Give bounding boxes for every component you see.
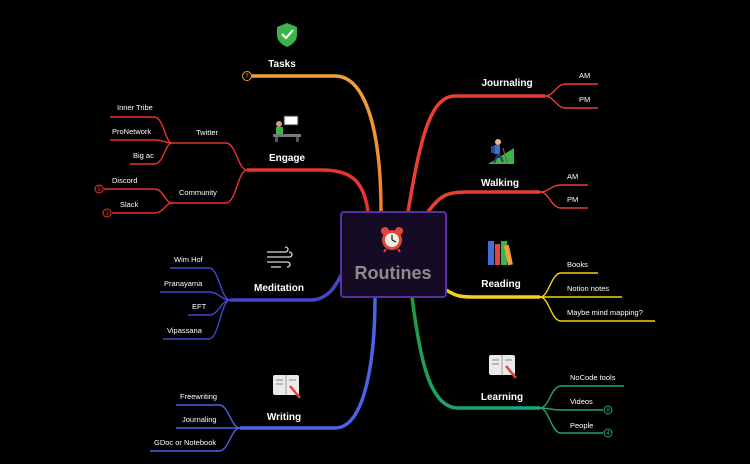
leaf-walking-1[interactable]: PM [567, 195, 578, 204]
branch-learning [410, 296, 540, 410]
connector-twitter-1 [110, 139, 173, 144]
connector-journaling-0 [544, 83, 598, 97]
branch-writing [240, 296, 377, 430]
connector-journaling-1 [544, 95, 598, 109]
sub-branches [104, 83, 655, 452]
branch-engage [247, 168, 370, 213]
leaf-community-0[interactable]: Discord [112, 176, 137, 185]
shield-check-icon [277, 23, 297, 47]
connector-twitter-0 [110, 116, 173, 144]
node-journaling[interactable]: Journaling [481, 78, 532, 89]
alarm-clock-icon [381, 227, 403, 253]
leaf-meditation-2[interactable]: EFT [192, 302, 207, 311]
leaf-writing-0[interactable]: Freewriting [180, 392, 217, 401]
leaf-writing-2[interactable]: GDoc or Notebook [154, 438, 216, 447]
leaf-reading-1[interactable]: Notion notes [567, 284, 609, 293]
leaf-learning-0[interactable]: NoCode tools [570, 373, 616, 382]
connector-reading-0 [539, 272, 598, 298]
connector-walking-0 [539, 184, 588, 193]
leaf-reading-2[interactable]: Maybe mind mapping? [567, 308, 643, 317]
branch-tasks [252, 74, 383, 213]
connector-twitter-2 [130, 142, 173, 165]
leaf-community-1[interactable]: Slack [120, 200, 139, 209]
leaf-twitter-1[interactable]: ProNetwork [112, 127, 151, 136]
node-engage[interactable]: Engage [269, 115, 306, 164]
badge-tasks: 7 [242, 71, 252, 81]
node-label-journaling: Journaling [481, 78, 532, 89]
node-reading[interactable]: Reading [481, 241, 521, 290]
leaf-journaling-0[interactable]: AM [579, 71, 590, 80]
hiker-icon [488, 139, 514, 164]
connector-learning-2 [539, 407, 603, 434]
wind-icon [267, 246, 293, 268]
node-label-meditation: Meditation [254, 283, 304, 294]
central-label: Routines [354, 263, 431, 283]
node-learning[interactable]: Learning [481, 355, 523, 403]
connector-learning-0 [539, 385, 624, 409]
connector-community-0 [104, 188, 173, 204]
badge-videos: 8 [603, 405, 613, 415]
leaf-meditation-1[interactable]: Pranayama [164, 279, 203, 288]
svg-text:4: 4 [606, 431, 610, 437]
connector-reading-2 [539, 296, 655, 322]
leaf-meditation-0[interactable]: Wim Hof [174, 255, 204, 264]
node-walking[interactable]: Walking [481, 139, 519, 189]
node-label-learning: Learning [481, 392, 523, 403]
presentation-icon [273, 115, 301, 142]
leaf-walking-0[interactable]: AM [567, 172, 578, 181]
leaf-writing-1[interactable]: Journaling [182, 415, 217, 424]
node-label-engage: Engage [269, 153, 306, 164]
svg-text:3: 3 [105, 211, 109, 217]
leaf-learning-1[interactable]: Videos [570, 397, 593, 406]
leaf-twitter-2[interactable]: Big ac [133, 151, 154, 160]
leaf-learning-2[interactable]: People [570, 421, 593, 430]
leaf-reading-0[interactable]: Books [567, 260, 588, 269]
connector-walking-1 [539, 191, 588, 209]
node-twitter[interactable]: Twitter [196, 128, 219, 137]
branch-walking [426, 190, 540, 214]
node-meditation[interactable]: Meditation [254, 246, 304, 294]
svg-text:8: 8 [606, 408, 610, 414]
node-label-tasks: Tasks [268, 59, 296, 70]
connector-engage-twitter [172, 142, 248, 171]
node-label-walking: Walking [481, 178, 519, 189]
notebook-pen-icon [273, 375, 301, 399]
badge-people: 4 [603, 428, 613, 438]
connector-meditation-3 [163, 299, 231, 340]
leaf-meditation-3[interactable]: Vipassana [167, 326, 203, 335]
notebook-pen-icon [489, 355, 517, 379]
node-writing[interactable]: Writing [267, 375, 301, 423]
leaf-twitter-0[interactable]: Inner Tribe [117, 103, 153, 112]
connector-meditation-1 [160, 291, 231, 301]
badge-discord: 5 [94, 184, 104, 194]
connector-learning-1 [539, 407, 603, 411]
books-icon [488, 241, 513, 266]
node-label-reading: Reading [481, 279, 520, 290]
svg-text:7: 7 [245, 74, 249, 80]
connector-writing-0 [176, 404, 241, 429]
connector-writing-2 [150, 427, 241, 452]
connector-meditation-0 [170, 267, 231, 301]
central-node[interactable]: Routines [340, 211, 447, 298]
node-label-writing: Writing [267, 412, 301, 423]
connector-engage-community [172, 169, 248, 204]
svg-text:5: 5 [97, 187, 101, 193]
branch-journaling [406, 94, 545, 213]
badge-slack: 3 [102, 208, 112, 218]
branch-reading [445, 288, 540, 299]
node-tasks[interactable]: Tasks 7 [242, 23, 298, 81]
node-community[interactable]: Community [179, 188, 217, 197]
leaf-journaling-1[interactable]: PM [579, 95, 590, 104]
connector-community-1 [112, 202, 173, 214]
